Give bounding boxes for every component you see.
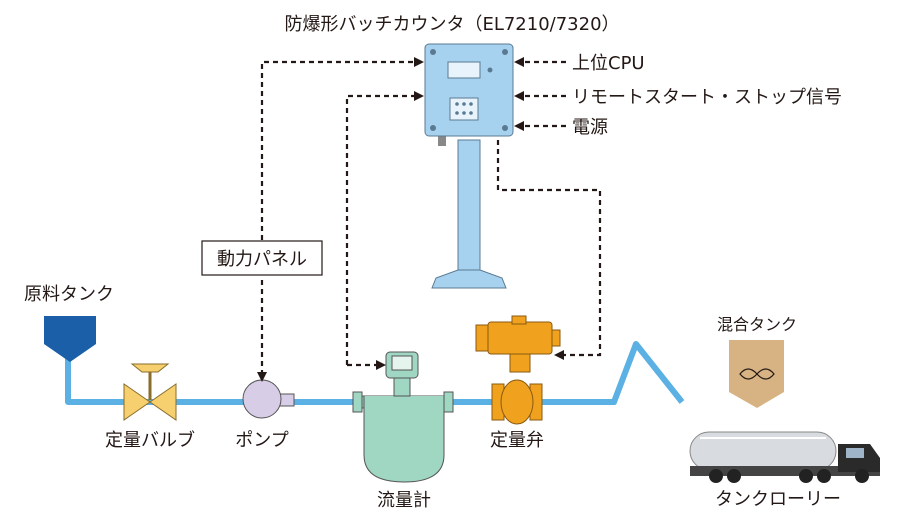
raw-tank-label: 原料タンク (24, 284, 114, 305)
lorry-wheel-3 (799, 469, 813, 483)
lorry-window (846, 448, 864, 458)
lorry-wheel-2 (727, 469, 741, 483)
flowmeter-tube (363, 396, 445, 483)
arrow-power (514, 121, 524, 131)
power-panel: 動力パネル (201, 240, 323, 276)
key-3 (469, 102, 473, 106)
signal-lines (260, 60, 602, 375)
signal-line-panel-to-counter (260, 60, 420, 240)
key-4 (455, 111, 459, 115)
power-panel-label: 動力パネル (217, 249, 307, 270)
counter-housing (424, 43, 514, 137)
quantity-valve (123, 363, 177, 421)
key-6 (469, 111, 473, 115)
power-label: 電源 (572, 117, 608, 138)
lorry-wheel-4 (817, 469, 831, 483)
key-5 (462, 111, 466, 115)
flowmeter-neck (393, 375, 411, 397)
raw-tank-shape (44, 316, 96, 362)
flowmeter (352, 351, 454, 483)
flowmeter-display (391, 355, 413, 371)
valve-body (500, 379, 534, 425)
control-valve-label: 定量弁 (490, 430, 544, 451)
arrow-to-counter-mid (414, 91, 424, 101)
counter-display (447, 61, 481, 79)
control-valve (475, 315, 561, 425)
lorry-wheel-1 (709, 469, 723, 483)
upper-cpu-label: 上位CPU (572, 53, 645, 74)
counter-led (487, 67, 493, 73)
counter-bolt-br (502, 125, 508, 131)
arrow-to-valve (554, 350, 564, 360)
valve-yoke (509, 353, 531, 373)
counter-keypad (449, 97, 479, 121)
lorry-wheel-5 (855, 469, 869, 483)
power-panel-box (201, 240, 323, 276)
arrow-heads (257, 57, 564, 382)
counter-stand-base (431, 269, 507, 289)
pump-body (242, 379, 282, 419)
valve-body-left (123, 383, 151, 421)
actuator-cap-right (551, 329, 561, 347)
tank-lorry (689, 431, 880, 483)
signal-line-flowmeter-to-counter (345, 94, 420, 365)
counter-gland (438, 136, 446, 146)
mixer-icon (739, 368, 775, 380)
arrow-to-pump (257, 372, 267, 382)
valve-body-right (149, 383, 177, 421)
pipe-main (65, 358, 360, 405)
arrow-upper-cpu (514, 57, 524, 67)
valve-label: 定量バルブ (105, 429, 195, 451)
counter-stand-pole (457, 139, 481, 275)
mixing-tank (729, 340, 784, 408)
mixing-tank-label: 混合タンク (717, 315, 797, 334)
flowmeter-flange-left (352, 391, 363, 413)
actuator-top (511, 315, 527, 325)
flowmeter-flange-right (443, 391, 454, 413)
diagram-title: 防爆形バッチカウンタ（EL7210/7320） (284, 14, 619, 35)
arrow-to-counter-top (414, 57, 424, 67)
counter-bolt-bl (430, 125, 436, 131)
actuator-cap-left (475, 324, 489, 352)
arrow-remote (514, 91, 524, 101)
valve-handle (130, 363, 170, 373)
lorry-chassis (690, 466, 880, 476)
key-2 (462, 102, 466, 106)
pump (242, 379, 295, 419)
actuator-body (487, 321, 553, 355)
pipeline (65, 341, 685, 405)
tank-lorry-label: タンクローリー (715, 489, 841, 510)
flowmeter-label: 流量計 (377, 490, 431, 511)
counter-bolt-tr (502, 49, 508, 55)
pipe-to-mixing (535, 341, 685, 405)
remote-signal-label: リモートスタート・ストップ信号 (572, 87, 842, 108)
key-1 (455, 102, 459, 106)
arrow-to-flowmeter (376, 360, 386, 370)
batch-counter (424, 43, 514, 289)
pump-label: ポンプ (235, 430, 288, 451)
counter-bolt-tl (430, 49, 436, 55)
raw-tank (44, 316, 96, 362)
